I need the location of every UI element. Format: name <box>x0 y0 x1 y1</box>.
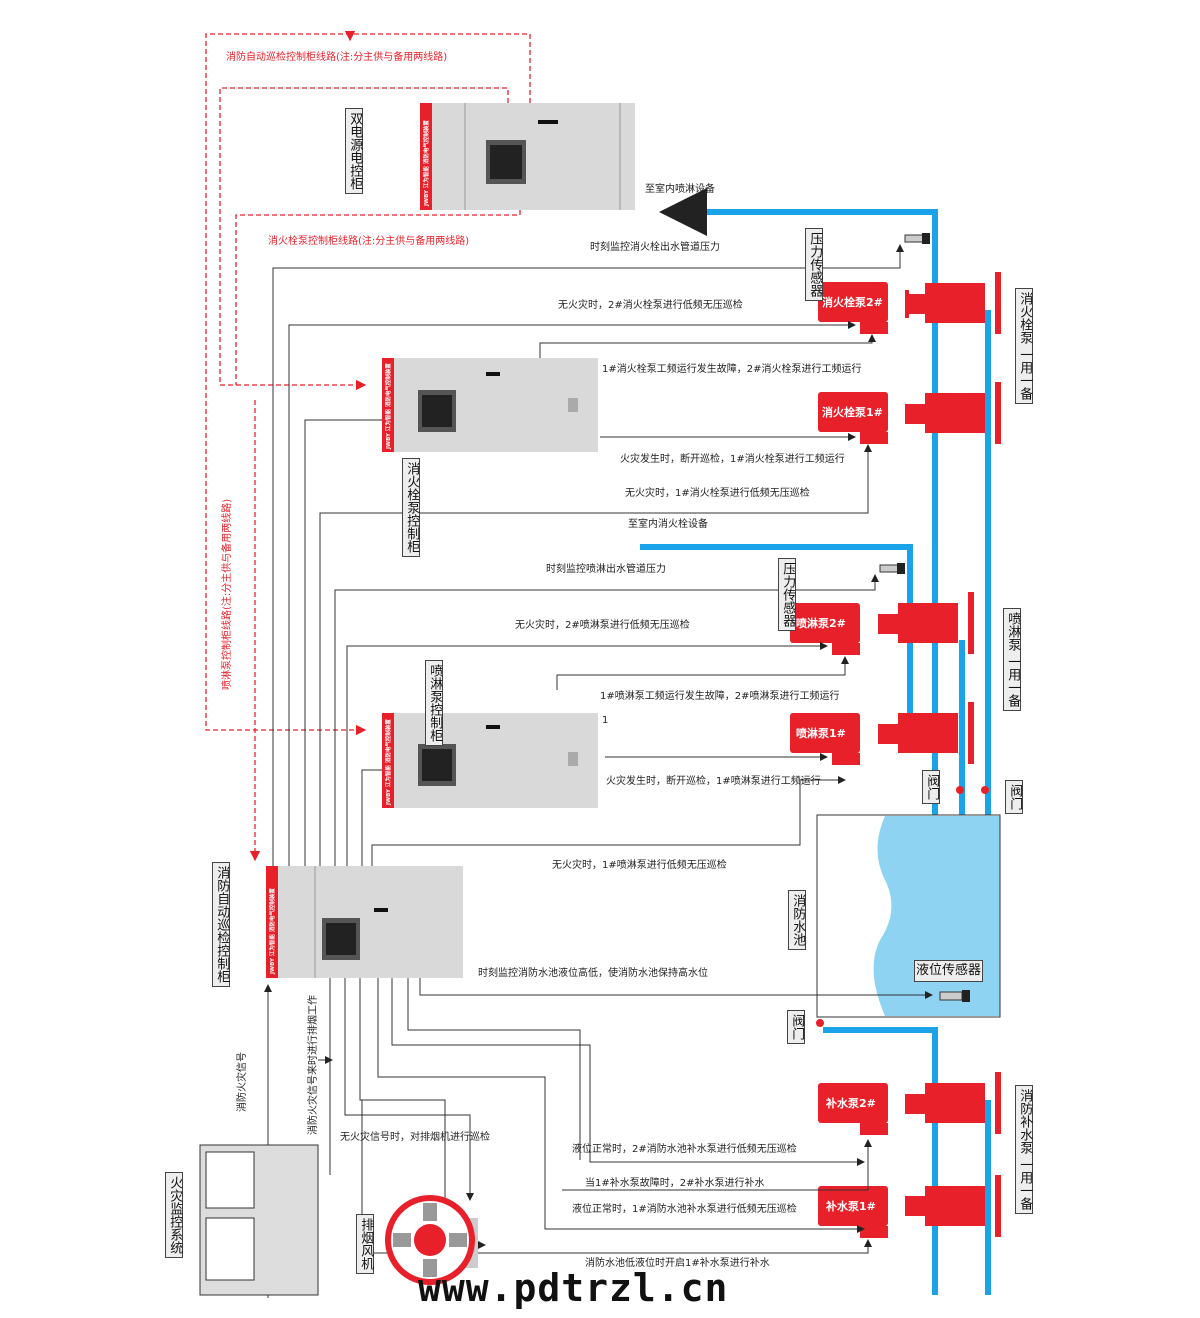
label-refill-fault: 当1#补水泵故障时，2#补水泵进行补水 <box>585 1176 764 1189</box>
red-line-label-sprinkler: 喷淋泵控制柜线路(注:分主供与备用两线路) <box>220 499 233 690</box>
watermark: www.pdtrzl.cn <box>418 1266 729 1310</box>
label-refill2-patrol: 液位正常时，2#消防水池补水泵进行低频无压巡检 <box>572 1142 797 1155</box>
cabinet-brand-sprinkler: JWBY 江为智能 消防电气控制装置 <box>384 719 392 806</box>
pumps <box>790 272 1001 1238</box>
label-hydrant1-patrol: 无火灾时，1#消火栓泵进行低频无压巡检 <box>625 486 810 499</box>
label-hydrant-fault: 1#消火栓泵工频运行发生故障，2#消火栓泵进行工频运行 <box>602 362 861 375</box>
box-refill-group: 消防补水泵 一用一备 <box>1015 1085 1034 1215</box>
valve-icons <box>816 786 989 1027</box>
box-valve-2: 阀门 <box>1005 780 1024 814</box>
box-pressure-sensor-sprinkler: 压力传感器 <box>778 558 797 631</box>
smoke-exhaust-fan-icon <box>385 1195 478 1285</box>
red-line-label-top: 消防自动巡检控制柜线路(注:分主供与备用两线路) <box>226 50 447 63</box>
label-to-hydrant: 至室内消火栓设备 <box>628 517 708 530</box>
box-hydrant-cabinet: 消火栓泵控制柜 <box>402 458 421 557</box>
box-dual-power-cabinet: 双电源电控柜 <box>345 108 364 194</box>
label-hydrant-fire: 火灾发生时，断开巡检，1#消火栓泵进行工频运行 <box>620 452 845 465</box>
cabinet-brand-patrol: JWBY 江为智能 消防电气控制装置 <box>268 888 276 975</box>
auto-patrol-cabinet <box>266 866 463 978</box>
cabinet-brand-dual-power: JWBY 江为智能 消防电气控制装置 <box>422 120 430 207</box>
box-fire-tank: 消防水池 <box>788 890 807 950</box>
box-patrol-cabinet: 消防自动巡检控制柜 <box>212 862 231 987</box>
label-refill-low: 消防水池低液位时开启1#补水泵进行补水 <box>585 1256 770 1269</box>
line-labels: 至室内喷淋设备 时刻监控消火栓出水管道压力 无火灾时，2#消火栓泵进行低频无压巡… <box>235 182 861 1269</box>
stray-mark: 1 <box>602 715 608 726</box>
box-fire-monitor: 火灾监控系统 <box>165 1172 184 1258</box>
box-sprinkler-group: 喷淋泵 一用一备 <box>1003 608 1022 712</box>
label-hydrant2-patrol: 无火灾时，2#消火栓泵进行低频无压巡检 <box>558 298 743 311</box>
pump-refill-2: 补水泵2# <box>825 1096 876 1110</box>
label-sprinkler-fault: 1#喷淋泵工频运行发生故障，2#喷淋泵进行工频运行 <box>600 689 839 702</box>
label-level-monitor: 时刻监控消防水池液位高低，使消防水池保持高水位 <box>478 966 708 979</box>
hydrant-control-cabinet <box>382 358 598 452</box>
label-hydrant-pressure: 时刻监控消火栓出水管道压力 <box>590 240 720 253</box>
pump-refill-1: 补水泵1# <box>825 1199 876 1213</box>
label-smoke-work: 消防火灾信号来时进行排烟工作 <box>306 995 319 1135</box>
pressure-sensor-icons <box>879 233 930 574</box>
label-sprinkler1-patrol: 无火灾时，1#喷淋泵进行低频无压巡检 <box>552 858 727 871</box>
box-hydrant-group: 消火栓泵 一用一备 <box>1015 288 1034 405</box>
pump-hydrant-2: 消火栓泵2# <box>822 295 883 309</box>
label-refill1-patrol: 液位正常时，1#消防水池补水泵进行低频无压巡检 <box>572 1202 797 1215</box>
box-valve-3: 阀门 <box>787 1010 806 1044</box>
pump-sprinkler-2: 喷淋泵2# <box>796 616 846 630</box>
label-sprinkler-pressure: 时刻监控喷淋出水管道压力 <box>546 562 666 575</box>
label-fire-signal: 消防火灾信号 <box>235 1052 248 1112</box>
label-sprinkler-fire: 火灾发生时，断开巡检，1#喷淋泵进行工频运行 <box>606 774 821 787</box>
cabinet-brand-hydrant: JWBY 江为智能 消防电气控制装置 <box>384 363 392 450</box>
fire-water-tank <box>816 814 1001 1018</box>
box-valve-1: 阀门 <box>922 770 941 804</box>
pump-hydrant-1: 消火栓泵1# <box>822 405 883 419</box>
box-smoke-fan: 排烟风机 <box>356 1214 375 1274</box>
label-fan-patrol: 无火灾信号时，对排烟机进行巡检 <box>340 1130 490 1143</box>
box-pressure-sensor-hydrant: 压力传感器 <box>805 228 824 301</box>
signal-lines <box>264 244 933 1254</box>
sprinkler-control-cabinet <box>382 713 598 808</box>
fire-monitoring-system-icon <box>199 1130 319 1298</box>
box-sprinkler-cabinet: 喷淋泵控制柜 <box>425 660 444 746</box>
label-sprinkler2-patrol: 无火灾时，2#喷淋泵进行低频无压巡检 <box>515 618 690 631</box>
pump-sprinkler-1: 喷淋泵1# <box>796 726 846 740</box>
red-dashed-lines <box>205 30 531 862</box>
dual-power-cabinet <box>420 103 635 210</box>
box-level-sensor: 液位传感器 <box>914 960 984 983</box>
red-line-label-hydrant: 消火栓泵控制柜线路(注:分主供与备用两线路) <box>268 234 469 247</box>
label-to-sprinkler: 至室内喷淋设备 <box>645 182 715 195</box>
